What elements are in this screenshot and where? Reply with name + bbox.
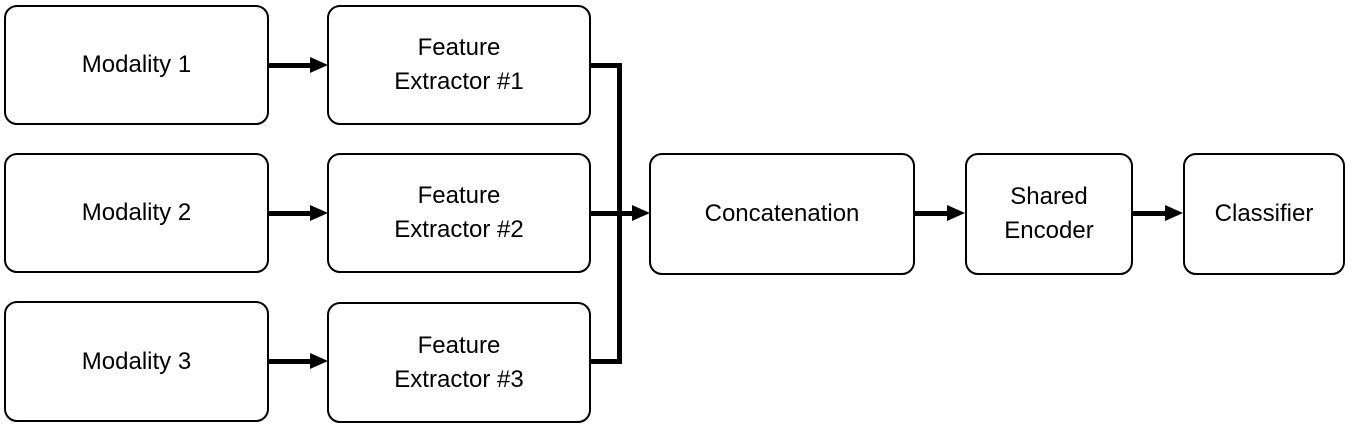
arrowhead-icon bbox=[632, 205, 650, 221]
node-concatenation-label: Concatenation bbox=[704, 200, 860, 227]
node-concatenation: Concatenation bbox=[649, 153, 915, 275]
arrowhead-icon bbox=[1165, 205, 1183, 221]
node-modality-2-label: Modality 2 bbox=[81, 199, 192, 226]
edge-merge-concatenation bbox=[591, 211, 634, 216]
node-classifier-label: Classifier bbox=[1214, 200, 1314, 227]
node-modality-1: Modality 1 bbox=[4, 5, 269, 125]
node-feature-extractor-3-label: Feature Extractor #3 bbox=[394, 331, 524, 393]
edge-sharedencoder-classifier bbox=[1133, 211, 1167, 216]
edge-modality2-extractor2 bbox=[269, 211, 312, 216]
node-shared-encoder-label: Shared Encoder bbox=[1004, 183, 1094, 244]
edge-modality1-extractor1 bbox=[269, 63, 312, 68]
node-shared-encoder: Shared Encoder bbox=[965, 153, 1133, 275]
arrowhead-icon bbox=[310, 205, 328, 221]
arrowhead-icon bbox=[310, 353, 328, 369]
node-feature-extractor-3: Feature Extractor #3 bbox=[327, 302, 591, 423]
arrowhead-icon bbox=[947, 205, 965, 221]
node-modality-2: Modality 2 bbox=[4, 153, 269, 273]
arrowhead-icon bbox=[310, 57, 328, 73]
node-modality-3: Modality 3 bbox=[4, 301, 269, 422]
node-feature-extractor-2-label: Feature Extractor #2 bbox=[394, 182, 524, 243]
node-modality-3-label: Modality 3 bbox=[81, 347, 192, 375]
node-classifier: Classifier bbox=[1183, 153, 1345, 275]
node-feature-extractor-1: Feature Extractor #1 bbox=[327, 5, 591, 125]
edge-concatenation-sharedencoder bbox=[915, 211, 949, 216]
node-feature-extractor-2: Feature Extractor #2 bbox=[327, 153, 591, 273]
node-feature-extractor-1-label: Feature Extractor #1 bbox=[394, 34, 524, 95]
edge-extractor3-merge bbox=[591, 359, 622, 364]
node-modality-1-label: Modality 1 bbox=[81, 51, 192, 78]
edge-extractor1-merge bbox=[591, 63, 622, 68]
edge-modality3-extractor3 bbox=[269, 359, 312, 364]
